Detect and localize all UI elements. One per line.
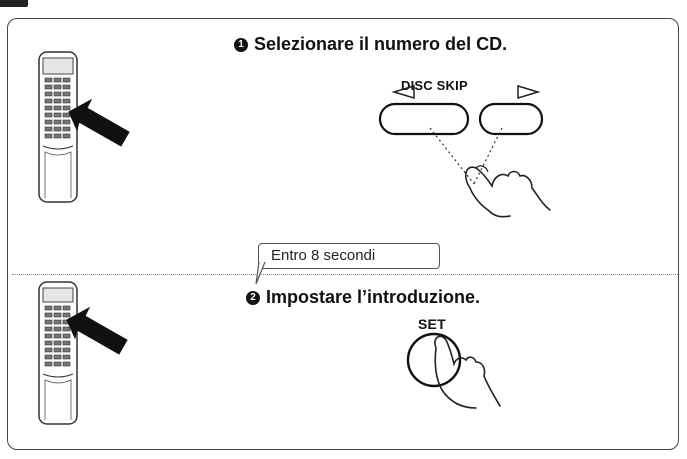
step-1-heading: 1 Selezionare il numero del CD. xyxy=(234,34,507,55)
remote-control-icon xyxy=(38,51,130,203)
step-1-text: Selezionare il numero del CD. xyxy=(254,34,508,54)
pointing-arrow-icon xyxy=(66,306,128,355)
step-2-number: 2 xyxy=(246,290,260,305)
set-button xyxy=(406,332,462,388)
time-limit-callout: Entro 8 secondi xyxy=(258,243,440,269)
right-triangle-icon xyxy=(517,84,541,100)
step-2-text: Impostare l’introduzione. xyxy=(266,287,481,307)
instruction-frame xyxy=(7,18,679,450)
step-2-heading: 2 Impostare l’introduzione. xyxy=(246,287,480,308)
disc-skip-illustration xyxy=(378,84,551,218)
corner-tab xyxy=(0,0,28,7)
remote-control-icon xyxy=(38,281,128,425)
step-1-number: 1 xyxy=(234,37,248,52)
callout-tail xyxy=(255,262,266,285)
hand-icon xyxy=(464,166,551,218)
disc-skip-left-button xyxy=(378,102,470,136)
step-divider xyxy=(12,274,678,275)
disc-skip-label: DISC SKIP xyxy=(401,78,468,93)
left-triangle-icon xyxy=(391,84,415,100)
pointing-arrow-icon xyxy=(68,98,130,147)
disc-skip-right-button xyxy=(478,102,544,136)
set-label: SET xyxy=(418,316,446,332)
set-illustration xyxy=(406,332,501,409)
hand-icon xyxy=(434,335,501,409)
